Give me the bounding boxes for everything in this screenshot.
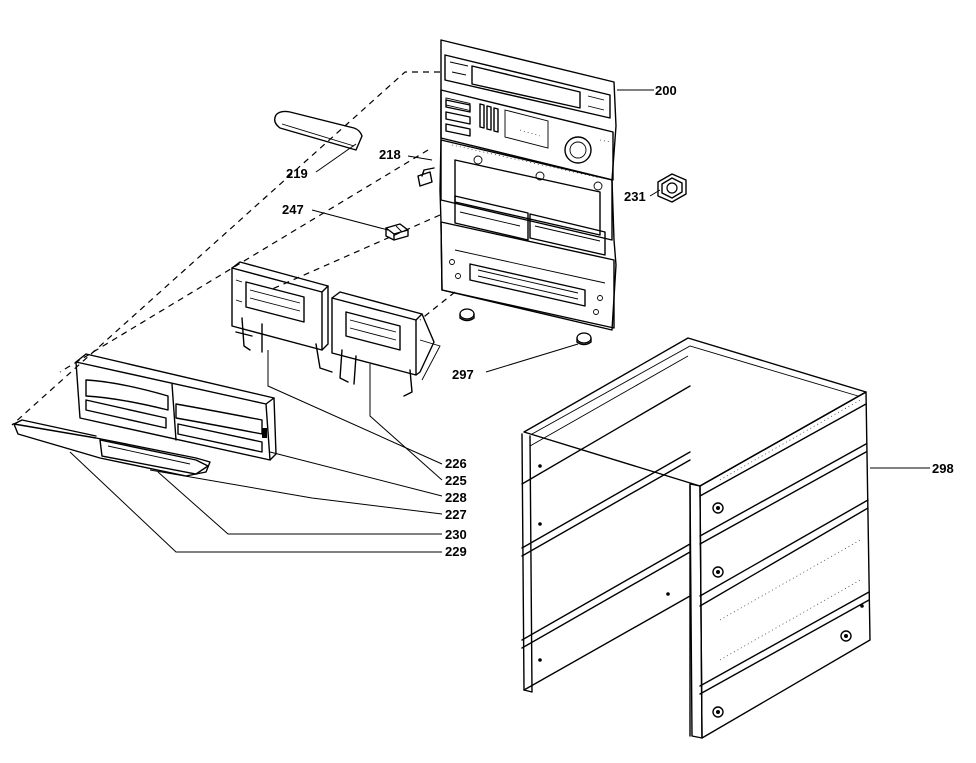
part-218-bracket bbox=[417, 167, 435, 187]
cassette-door-panel bbox=[75, 353, 277, 461]
callout-225: 225 bbox=[445, 473, 467, 488]
callout-298: 298 bbox=[932, 461, 954, 476]
part-231-connector bbox=[657, 173, 687, 203]
callout-229: 229 bbox=[445, 544, 467, 559]
assembly-guide-lines bbox=[11, 71, 456, 426]
part-247-clip bbox=[385, 223, 409, 241]
callout-200: 200 bbox=[655, 83, 677, 98]
front-trim-strips bbox=[13, 419, 211, 477]
part-297-feet bbox=[459, 308, 592, 346]
part-219-cap bbox=[273, 110, 363, 151]
callout-231: 231 bbox=[624, 189, 646, 204]
cabinet-enclosure bbox=[521, 337, 871, 739]
callout-226: 226 bbox=[445, 456, 467, 471]
callout-297: 297 bbox=[452, 367, 474, 382]
callout-218: 218 bbox=[379, 147, 401, 162]
callout-230: 230 bbox=[445, 527, 467, 542]
cassette-mechanism-left bbox=[231, 261, 333, 373]
cassette-mechanism-right bbox=[331, 291, 441, 397]
front-panel-assembly bbox=[439, 39, 617, 331]
callout-247: 247 bbox=[282, 202, 304, 217]
callout-227: 227 bbox=[445, 507, 467, 522]
callout-228: 228 bbox=[445, 490, 467, 505]
callout-219: 219 bbox=[286, 166, 308, 181]
callout-labels: 200 218 219 231 247 297 298 226 225 228 … bbox=[282, 83, 954, 559]
leader-lines bbox=[69, 89, 930, 553]
